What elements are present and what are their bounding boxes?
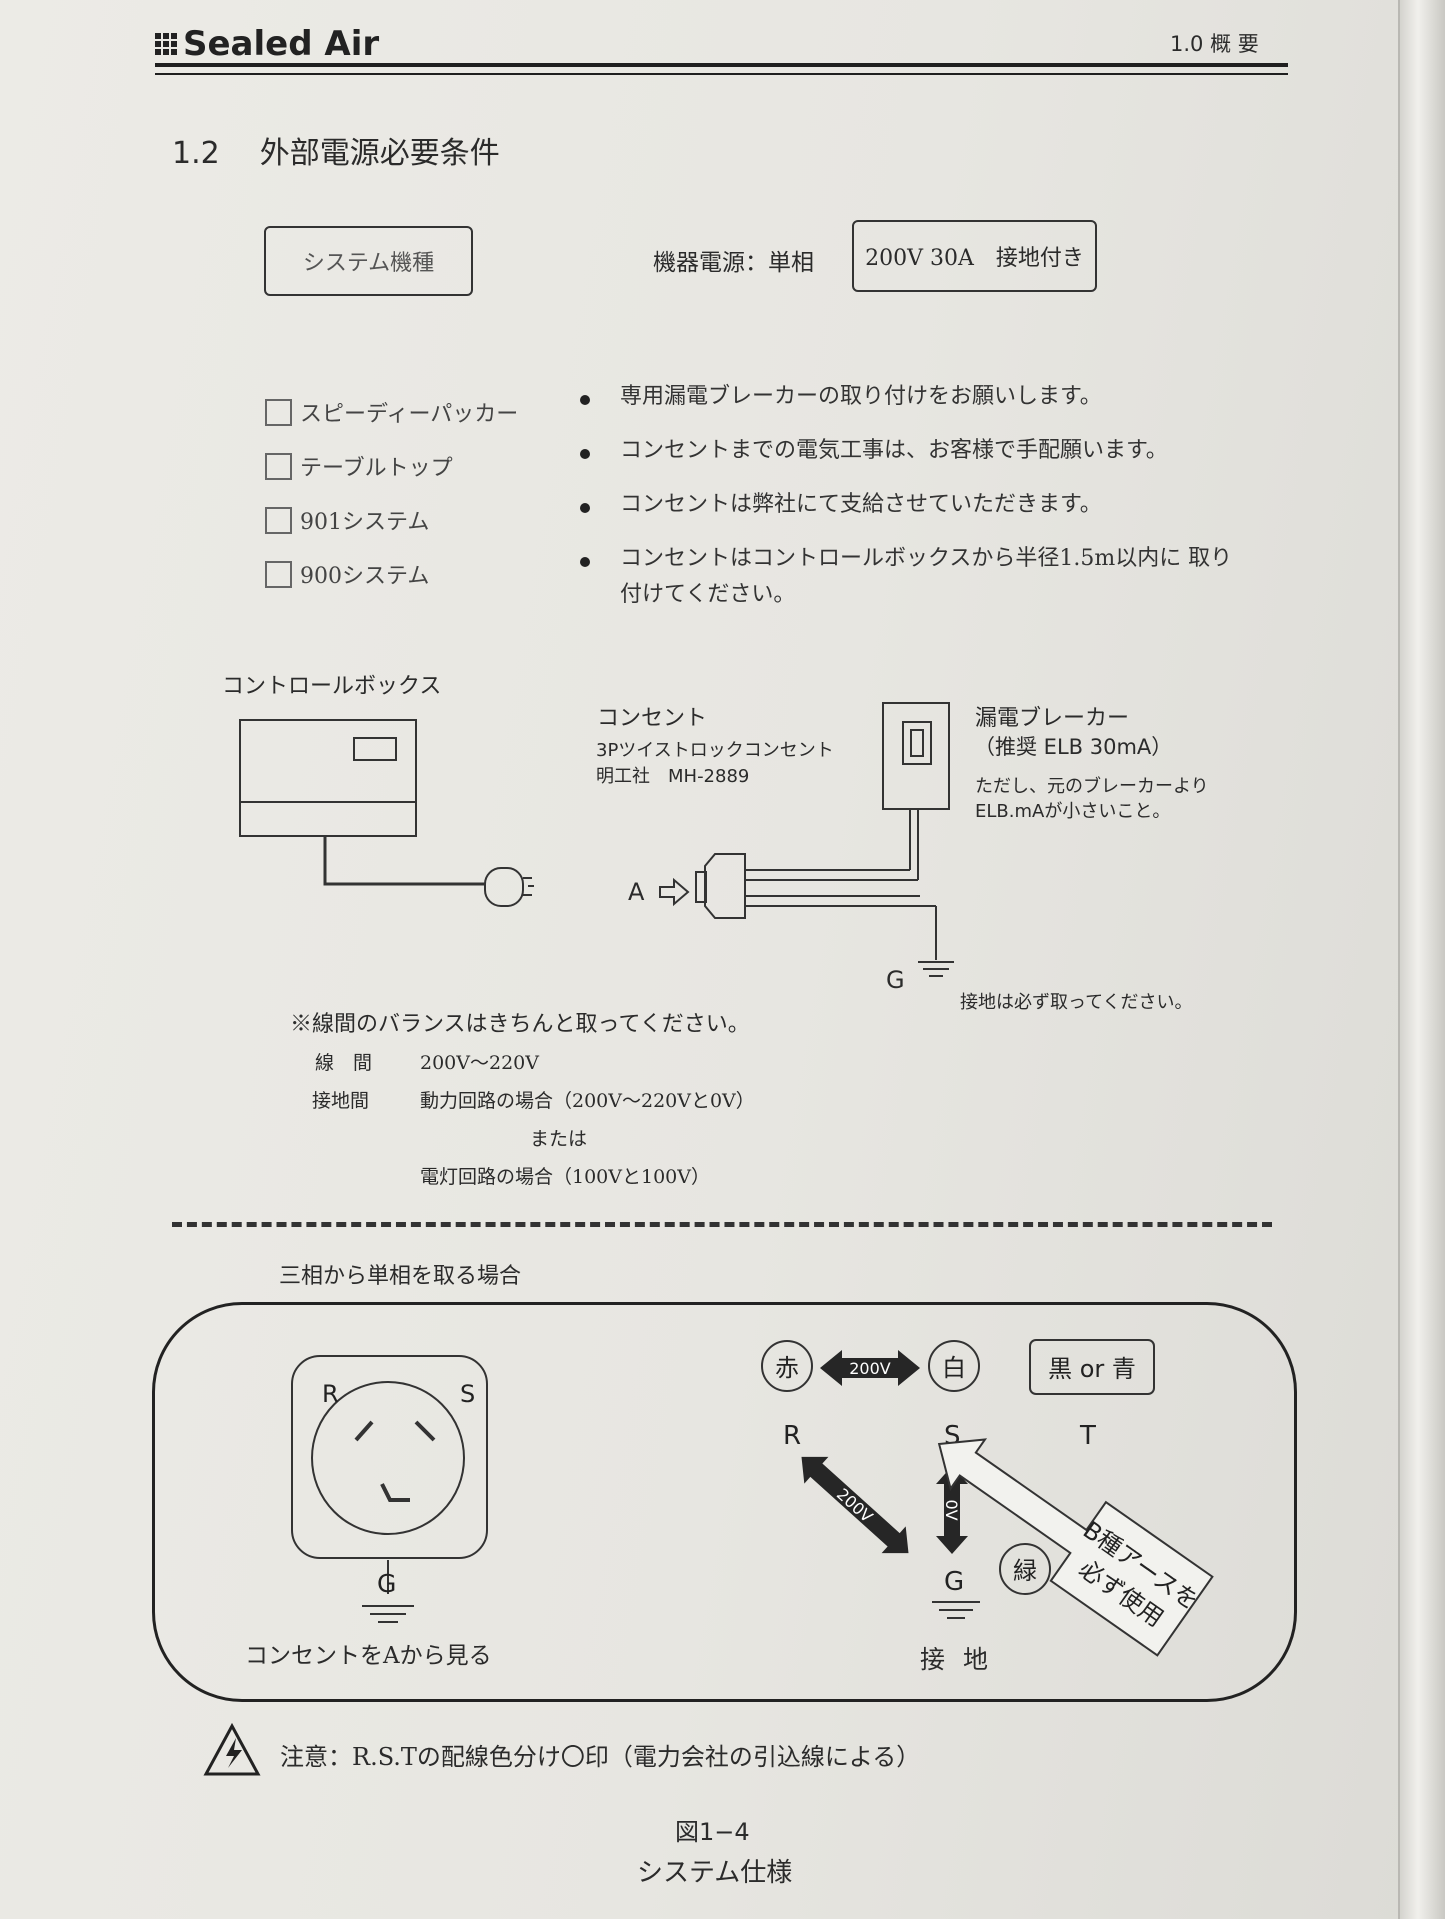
- outlet-r-label: R: [322, 1380, 339, 1408]
- bullet-icon: [580, 503, 590, 513]
- earth-caption: 接地: [920, 1645, 1007, 1674]
- checkbox[interactable]: [265, 506, 292, 534]
- list-item: コンセントまでの電気工事は、お客様で手配願います。: [580, 438, 1240, 493]
- arrow-right-icon: [659, 877, 690, 907]
- list-item: コンセントはコントロールボックスから半径1.5m以内に 取り付けてください。: [580, 546, 1240, 613]
- color-red-label: 赤: [775, 1354, 799, 1382]
- control-box-icon: [239, 719, 485, 886]
- section-title: 外部電源必要条件: [259, 136, 500, 171]
- three-phase-outlet-icon: [291, 1355, 488, 1623]
- warning-text: 注意：R.S.Tの配線色分け〇印（電力会社の引込線による）: [280, 1743, 921, 1771]
- ground-g-label: G: [886, 966, 905, 994]
- list-item: 901システム: [265, 493, 518, 547]
- outlet-type: 3Pツイストロックコンセント: [596, 740, 834, 761]
- next-page-edge: [1398, 0, 1445, 1919]
- view-a-label: A: [628, 878, 645, 906]
- power-label: 機器電源：単相: [653, 250, 814, 276]
- note-text: コンセントは弊社にて支給させていただきます。: [620, 492, 1102, 517]
- or-text: または: [530, 1128, 588, 1150]
- voltage-top-label: 200V: [849, 1359, 891, 1378]
- figure-title: システム仕様: [637, 1858, 793, 1888]
- color-white-label: 白: [942, 1354, 966, 1382]
- list-item: テーブルトップ: [265, 439, 518, 493]
- section-divider: [172, 1222, 1272, 1227]
- section-reference: 1.0 概 要: [1170, 32, 1259, 56]
- plug-icon: [484, 867, 534, 907]
- ground-value-power: 動力回路の場合（200V～220Vと0V）: [420, 1090, 755, 1112]
- ground-symbol-icon: [932, 1601, 980, 1619]
- logo-grid-icon: [155, 33, 177, 55]
- system-label: 900システム: [300, 564, 430, 589]
- outlet-title: コンセント: [597, 706, 708, 731]
- bullet-icon: [580, 557, 590, 567]
- outlet-g-label: G: [377, 1569, 396, 1598]
- breaker-icon: [882, 702, 950, 810]
- voltage-arrow-icon: [820, 1350, 920, 1386]
- section-heading: 1.2 外部電源必要条件: [172, 128, 540, 172]
- breaker-title: 漏電ブレーカー: [975, 706, 1130, 731]
- line-value: 200V～220V: [420, 1052, 539, 1074]
- brand-name: Sealed Air: [183, 24, 380, 64]
- bullet-icon: [580, 449, 590, 459]
- warning-icon: [203, 1722, 261, 1776]
- control-box-label: コントロールボックス: [222, 674, 442, 699]
- zero-voltage-arrow-icon: 0V: [936, 1466, 968, 1554]
- section-number: 1.2: [172, 136, 220, 171]
- breaker-recommendation: （推奨 ELB 30mA）: [974, 735, 1173, 759]
- three-phase-panel: [152, 1302, 1297, 1702]
- list-item: コンセントは弊社にて支給させていただきます。: [580, 492, 1240, 547]
- phase-r-label: R: [783, 1421, 801, 1451]
- phase-t-label: T: [1079, 1421, 1096, 1451]
- balance-heading: ※線間のバランスはきちんと取ってください。: [290, 1012, 750, 1037]
- list-item: 専用漏電ブレーカーの取り付けをお願いします。: [580, 384, 1240, 439]
- sealed-air-logo: Sealed Air: [155, 24, 379, 64]
- power-spec-box: 200V 30A 接地付き: [852, 220, 1097, 292]
- voltage-zero-label: 0V: [942, 1499, 961, 1520]
- system-label: スピーディーパッカー: [300, 402, 519, 427]
- checkbox[interactable]: [265, 560, 292, 588]
- breaker-note: ELB.mAが小さいこと。: [975, 801, 1171, 822]
- system-checklist: スピーディーパッカー テーブルトップ 901システム 900システム: [265, 385, 518, 601]
- system-label: テーブルトップ: [300, 456, 453, 481]
- system-model-box: システム機種: [264, 226, 473, 296]
- bullet-icon: [580, 395, 590, 405]
- system-label: 901システム: [300, 510, 430, 535]
- header-rule-thin: [155, 73, 1288, 75]
- outlet-s-label: S: [460, 1380, 475, 1408]
- header-rule: [155, 63, 1288, 67]
- checkbox[interactable]: [265, 452, 292, 480]
- figure-number: 図1−4: [675, 1818, 750, 1846]
- color-black-blue-label: 黒 or 青: [1048, 1355, 1136, 1383]
- ground-note: 接地は必ず取ってください。: [960, 992, 1193, 1013]
- note-text: コンセントまでの電気工事は、お客様で手配願います。: [620, 438, 1168, 463]
- checkbox[interactable]: [265, 398, 292, 426]
- breaker-note: ただし、元のブレーカーより: [975, 776, 1209, 797]
- list-item: スピーディーパッカー: [265, 385, 518, 439]
- requirement-notes: 専用漏電ブレーカーの取り付けをお願いします。 コンセントまでの電気工事は、お客様…: [580, 384, 1240, 613]
- ground-value-light: 電灯回路の場合（100Vと100V）: [420, 1166, 710, 1188]
- phase-g-label: G: [944, 1567, 964, 1597]
- color-circles: [761, 1339, 1155, 1595]
- outlet-view-caption: コンセントをAから見る: [245, 1643, 492, 1669]
- note-text: コンセントはコントロールボックスから半径1.5m以内に 取り付けてください。: [620, 546, 1233, 607]
- outlet-icon: [695, 810, 954, 977]
- ground-label: 接地間: [312, 1090, 370, 1112]
- outlet-maker: 明工社 MH-2889: [596, 766, 750, 787]
- color-green-label: 緑: [1013, 1557, 1037, 1585]
- three-phase-heading: 三相から単相を取る場合: [279, 1264, 522, 1289]
- note-text: 専用漏電ブレーカーの取り付けをお願いします。: [620, 384, 1102, 409]
- line-label: 線 間: [315, 1052, 373, 1074]
- list-item: 900システム: [265, 547, 518, 601]
